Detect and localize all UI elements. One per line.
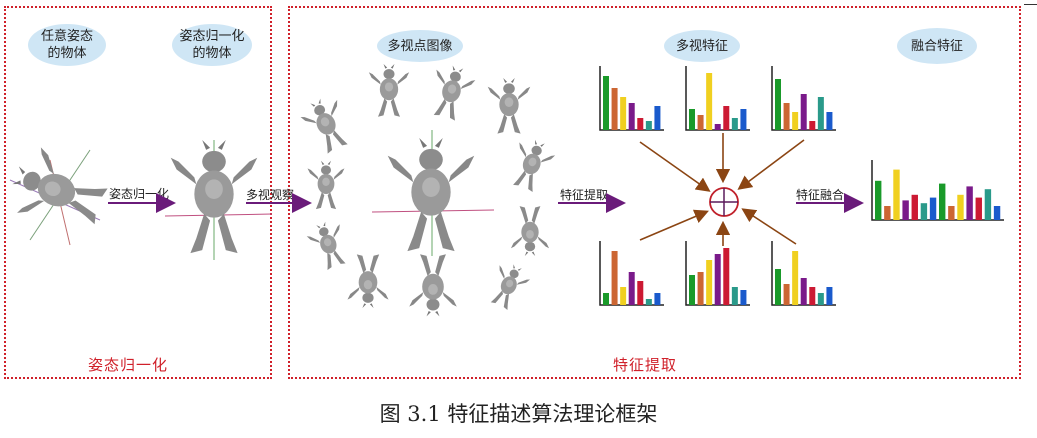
- arbitrary-pose-object: [3, 142, 114, 246]
- view-feature-histogram: [599, 66, 664, 131]
- histogram-bar: [628, 103, 635, 130]
- histogram-bar: [929, 197, 937, 220]
- histogram-bar: [826, 287, 833, 305]
- histogram-bar: [689, 109, 695, 130]
- histogram-bar: [957, 194, 964, 220]
- normalized-pose-bubble: 姿态归一化 的物体: [172, 24, 252, 66]
- normalized-pose-object: [164, 140, 273, 260]
- top-rule: [1024, 4, 1037, 5]
- histogram-bar: [740, 109, 747, 130]
- histogram-bar: [620, 287, 627, 305]
- histogram-bar: [939, 183, 946, 220]
- histogram-bar: [800, 278, 807, 305]
- multiview-features-bubble: 多视特征: [664, 30, 740, 62]
- fused-features-bubble: 融合特征: [897, 28, 977, 64]
- histogram-bar: [920, 203, 928, 220]
- histogram-bar: [603, 76, 609, 130]
- histogram-bar: [792, 112, 799, 130]
- histogram-bar: [809, 287, 816, 305]
- histogram-bar: [792, 251, 799, 305]
- histogram-bar: [706, 73, 713, 130]
- histogram-bar: [645, 121, 652, 130]
- histogram-bar: [654, 106, 661, 130]
- view-feature-histogram: [771, 66, 836, 131]
- feature-fusion-arrow-label: 特征融合: [796, 188, 845, 202]
- histogram-bar: [628, 272, 635, 305]
- histogram-bar: [875, 180, 882, 220]
- feature-extraction-arrow-label: 特征提取: [560, 188, 609, 202]
- view-feature-histogram: [685, 66, 750, 131]
- histogram-bar: [966, 186, 973, 220]
- histogram-bar: [975, 197, 982, 220]
- view-feature-histogram: [599, 241, 664, 306]
- histogram-bar: [911, 194, 918, 220]
- histogram-bar: [893, 169, 900, 220]
- histogram-bar: [603, 293, 609, 305]
- histogram-bar: [993, 206, 1001, 220]
- figure-caption: 图 3.1 特征描述算法理论框架: [379, 402, 658, 426]
- histogram-bar: [775, 79, 781, 130]
- arbitrary-pose-bubble: 任意姿态 的物体: [28, 24, 106, 66]
- histogram-bar: [714, 254, 721, 305]
- histogram-bar: [706, 260, 713, 305]
- feature-extraction-frame: [288, 6, 1021, 379]
- multiview-images-bubble: 多视点图像: [377, 30, 463, 62]
- histogram-bar: [723, 248, 730, 305]
- histogram-bar: [611, 88, 618, 130]
- histogram-bar: [731, 287, 738, 305]
- view-feature-histogram: [685, 241, 750, 306]
- fused-feature-histogram: [871, 160, 1004, 221]
- histogram-bar: [817, 293, 824, 305]
- histogram-bar: [697, 115, 704, 130]
- histogram-bar: [809, 121, 816, 130]
- histogram-bar: [800, 94, 807, 130]
- histogram-bar: [620, 97, 627, 130]
- histogram-bar: [783, 284, 790, 305]
- histogram-bar: [902, 200, 909, 220]
- histogram-bar: [611, 251, 618, 305]
- histogram-bar: [654, 293, 661, 305]
- histogram-bar: [817, 97, 824, 130]
- histogram-bar: [714, 124, 721, 130]
- histogram-bar: [731, 118, 738, 130]
- histogram-bar: [783, 103, 790, 130]
- histogram-bar: [740, 290, 747, 305]
- pose-normalization-frame: [4, 6, 272, 379]
- histogram-bar: [697, 272, 704, 305]
- histogram-bar: [826, 112, 833, 130]
- multiview-images: [296, 61, 558, 317]
- histogram-bar: [948, 206, 955, 220]
- right-section-label: 特征提取: [613, 356, 678, 374]
- histogram-bar: [689, 275, 695, 305]
- histogram-bar: [637, 118, 644, 130]
- histogram-bar: [723, 106, 730, 130]
- pose-normalization-arrow-label: 姿态归一化: [109, 187, 170, 201]
- left-section-label: 姿态归一化: [88, 356, 169, 374]
- view-feature-histogram: [771, 241, 836, 306]
- histogram-bar: [984, 189, 992, 220]
- fusion-circle-plus-icon: [709, 187, 739, 217]
- histogram-bar: [775, 269, 781, 305]
- multiview-observation-arrow-label: 多视观察: [246, 188, 295, 202]
- histogram-bar: [637, 281, 644, 305]
- histogram-bar: [884, 206, 891, 220]
- histogram-bar: [645, 299, 652, 305]
